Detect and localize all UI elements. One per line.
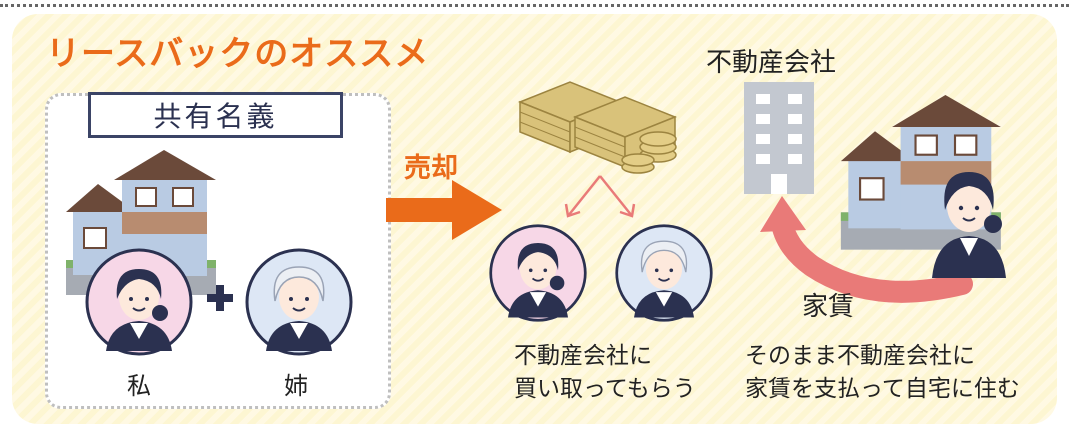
coins-icon [621, 131, 677, 174]
diagram-heading: リースバックのオススメ [46, 34, 430, 74]
caption-leaseback-line-1: そのまま不動産会社に [745, 343, 975, 369]
owner-name-sister: 姉 [284, 372, 308, 400]
top-dotted-divider [0, 4, 1069, 7]
caption-leaseback-line-2: 家賃を支払って自宅に住む [745, 376, 1020, 402]
woman-icon [932, 172, 1006, 278]
owner-name-me: 私 [127, 372, 151, 400]
caption-sell: 不動産会社に 買い取ってもらう [514, 340, 696, 406]
co-ownership-label: 共有名義 [88, 92, 343, 138]
caption-leaseback: そのまま不動産会社に 家賃を支払って自宅に住む [745, 340, 1020, 406]
curved-arrow-icon [760, 196, 973, 303]
elderly-woman-icon [615, 224, 713, 322]
sale-label: 売却 [404, 153, 458, 184]
woman-icon [489, 224, 587, 322]
caption-sell-line-2: 買い取ってもらう [514, 376, 696, 402]
company-label: 不動産会社 [706, 48, 837, 78]
plus-icon [207, 285, 233, 311]
building-icon [744, 82, 814, 194]
elderly-woman-icon [245, 248, 353, 356]
split-arrows [564, 175, 636, 218]
caption-sell-line-1: 不動産会社に [514, 343, 652, 369]
woman-icon [85, 248, 193, 356]
arrow-right-icon [386, 180, 502, 240]
rent-label: 家賃 [802, 292, 855, 322]
